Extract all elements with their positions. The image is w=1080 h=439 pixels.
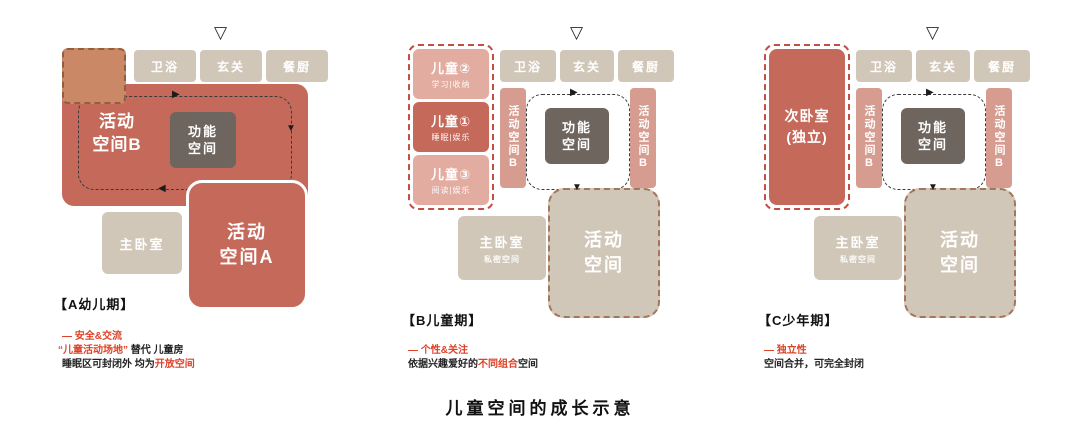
panel-a-master-bedroom-box: 主卧室	[102, 212, 182, 274]
function-line1: 功能	[917, 120, 948, 135]
entry-marker-icon: ▽	[214, 23, 228, 42]
master-sub-label: 私密空间	[840, 254, 876, 264]
flow-arrow-down-icon: ▼	[928, 182, 938, 193]
master-label: 主卧室	[479, 234, 525, 250]
note-black-text: 替代 儿童房	[130, 345, 184, 356]
panel-a-room-entry: 玄关	[200, 50, 262, 82]
note-black-text: 空间	[518, 359, 538, 370]
panel-a-caption: 【A幼儿期】	[54, 297, 135, 312]
flow-arrow-left-icon: ◀	[158, 183, 166, 194]
note-red-text: 开放空间	[154, 359, 195, 370]
panel-b-room-entry: 玄关	[560, 50, 614, 82]
panel-b-master-bedroom-box: 主卧室 私密空间	[458, 216, 546, 280]
panel-b-kid-room-2: 儿童② 学习|收纳	[413, 49, 489, 99]
panel-a-function-space-box: 功能 空间	[170, 112, 236, 168]
panel-b-note-2: 依据兴趣爱好的不同组合空间	[408, 358, 538, 372]
master-label: 主卧室	[835, 234, 881, 250]
panel-b-kids-dashed-outline	[408, 44, 494, 210]
panel-c-activity-space-box: 活动 空间	[904, 188, 1016, 318]
panel-c-secondary-dashed-outline	[764, 44, 850, 210]
activity-a-line1: 活动	[227, 222, 267, 242]
note-red-text: 不同组合	[478, 359, 518, 370]
kid-room-sub: 学习|收纳	[431, 80, 471, 89]
panel-a-room-bath: 卫浴	[134, 50, 196, 82]
panel-c-room-entry: 玄关	[916, 50, 970, 82]
flow-arrow-right-icon: ▶	[570, 87, 578, 98]
panel-b-note-1: — 个性&关注	[408, 345, 468, 356]
activity-line2: 空间	[940, 255, 980, 275]
function-line1: 功能	[561, 120, 592, 135]
kid-room-sub: 阅读|娱乐	[431, 186, 471, 195]
flow-arrow-right-icon: ▶	[926, 87, 934, 98]
panel-c-master-bedroom-box: 主卧室 私密空间	[814, 216, 902, 280]
master-sub-label: 私密空间	[484, 254, 520, 264]
panel-b-activity-strip-left: 活动空间B	[500, 88, 526, 188]
panel-a-note-1: — 安全&交流	[62, 331, 122, 342]
flow-arrow-down-icon: ▼	[572, 182, 582, 193]
panel-b-function-space-box: 功能 空间	[545, 108, 609, 164]
kid-room-name: 儿童①	[430, 114, 471, 129]
panel-a-note-3: 睡眠区可封闭外 均为开放空间	[62, 358, 195, 372]
panel-b-room-kitchen: 餐厨	[618, 50, 674, 82]
panel-b-kid-room-1: 儿童① 睡眠|娱乐	[413, 102, 489, 152]
panel-b-kid-room-3: 儿童③ 阅读|娱乐	[413, 155, 489, 205]
panel-c-room-kitchen: 餐厨	[974, 50, 1030, 82]
note-red-text: “儿童活动场地”	[58, 345, 128, 356]
activity-b-line1: 活动	[99, 112, 135, 131]
panel-c-room-bath: 卫浴	[856, 50, 912, 82]
kid-room-name: 儿童②	[430, 61, 471, 76]
diagram-title: 儿童空间的成长示意	[445, 399, 635, 418]
activity-line2: 空间	[584, 255, 624, 275]
panel-b-activity-strip-right: 活动空间B	[630, 88, 656, 188]
panel-a-activity-b-label: 活动 空间B	[84, 110, 150, 156]
kid-room-sub: 睡眠|娱乐	[431, 133, 471, 142]
function-line2: 空间	[561, 137, 592, 152]
panel-b-activity-space-box: 活动 空间	[548, 188, 660, 318]
panel-c-activity-strip-left: 活动空间B	[856, 88, 882, 188]
panel-c-secondary-bedroom-box: 次卧室 (独立)	[769, 49, 845, 205]
activity-line1: 活动	[584, 230, 624, 250]
panel-a-room-kitchen: 餐厨	[266, 50, 328, 82]
panel-b-caption: 【B儿童期】	[402, 313, 483, 328]
panel-c-caption: 【C少年期】	[758, 313, 839, 328]
kid-room-name: 儿童③	[430, 167, 471, 182]
panel-a-circulation-loop	[78, 96, 292, 190]
entry-marker-icon: ▽	[570, 23, 584, 42]
activity-line1: 活动	[940, 230, 980, 250]
panel-a-activity-a-box: 活动 空间A	[186, 180, 308, 310]
panel-c-activity-strip-right: 活动空间B	[986, 88, 1012, 188]
secondary-line1: 次卧室	[784, 108, 830, 124]
master-label: 主卧室	[119, 236, 165, 252]
panel-b-room-bath: 卫浴	[500, 50, 556, 82]
function-line2: 空间	[917, 137, 948, 152]
note-black-text: 睡眠区可封闭外 均为	[62, 359, 155, 370]
panel-a-note-2: “儿童活动场地” 替代 儿童房	[58, 344, 184, 358]
activity-a-line2: 空间A	[219, 247, 275, 267]
entry-marker-icon: ▽	[926, 23, 940, 42]
function-line1: 功能	[187, 124, 218, 139]
note-black-text: 依据兴趣爱好的	[408, 359, 478, 370]
flow-arrow-down-icon: ▼	[286, 123, 296, 134]
panel-a-storage-corner-box	[62, 48, 126, 104]
panel-c-function-space-box: 功能 空间	[901, 108, 965, 164]
function-line2: 空间	[187, 141, 218, 156]
flow-arrow-right-icon: ▶	[172, 89, 180, 100]
secondary-line2: (独立)	[786, 129, 828, 145]
activity-b-line2: 空间B	[92, 135, 142, 154]
panel-c-note-2: 空间合并，可完全封闭	[764, 359, 864, 370]
panel-c-note-1: — 独立性	[764, 345, 807, 356]
